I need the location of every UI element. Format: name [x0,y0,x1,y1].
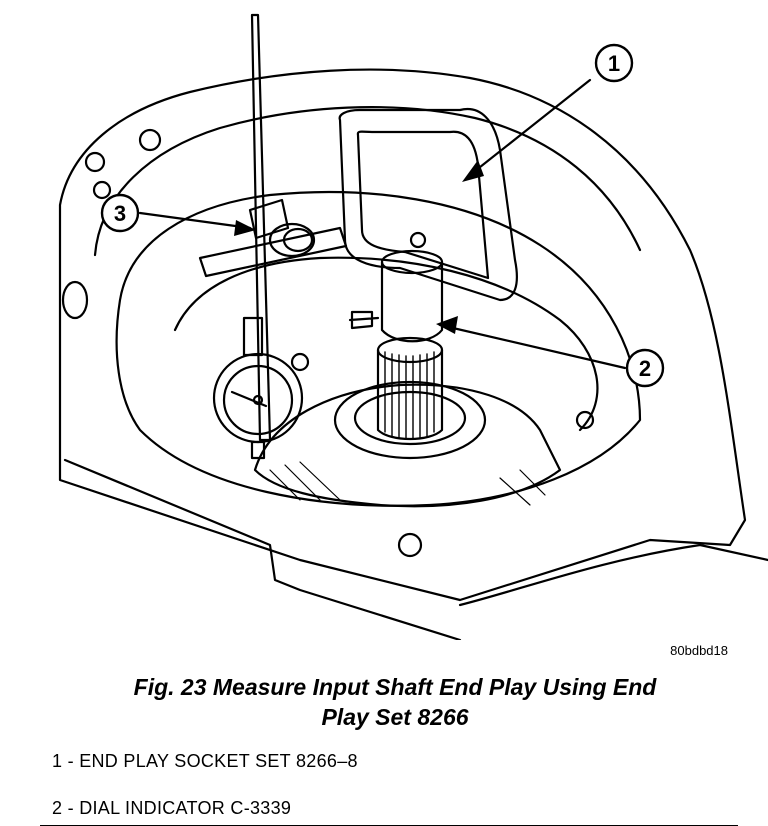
callout-circle-2 [625,348,665,388]
caption-line-2: Play Set 8266 [321,704,469,730]
arrow-head-2 [436,316,458,334]
case-inner-rim [93,106,642,257]
pump-housing [253,383,562,508]
caption-line-1: Fig. 23 Measure Input Shaft End Play Usi… [133,674,657,700]
figure-id: 80bdbd18 [670,643,728,658]
shaft-top [376,336,444,364]
legend-item-2: 2 - DIAL INDICATOR C-3339 [52,798,292,818]
bolt-hole [138,128,162,152]
setscrew [348,310,380,330]
legend-item-1: 1 - END PLAY SOCKET SET 8266–8 [52,751,358,771]
socket-body [380,260,444,343]
callout-3: 3 [114,201,126,226]
arrow-head-3 [234,220,256,236]
leader-1 [468,78,592,177]
arrow-head-1 [462,160,484,182]
callout-circle-3 [100,193,140,233]
bolt-hole [397,532,423,558]
callout-circle-1 [594,43,634,83]
bore-outer [115,190,642,507]
hatch [269,461,546,506]
clamp-block [248,198,290,240]
socket-handle-inner [356,130,490,280]
shaft-splines [384,351,435,440]
flange-right [458,543,768,607]
case-outer-rim [58,68,747,602]
bolt-hole [84,151,106,173]
bearing-inner [353,390,467,446]
bolt-hole [92,180,112,200]
callout-1: 1 [608,51,620,76]
flange-edge [63,458,462,640]
slot-hole [61,280,89,320]
leader-2 [438,323,627,370]
illustration-svg: 1 2 3 [58,13,768,640]
dial-lug [290,352,310,372]
leader-3 [138,211,252,230]
bore-inner [173,256,599,432]
dial-face [222,364,294,436]
figure-caption: Fig. 23 Measure Input Shaft End Play Usi… [60,672,730,732]
clamp-knob-face [282,227,314,253]
socket-handle-outer [338,107,518,302]
callout-2: 2 [639,356,651,381]
clamp-bar [198,226,348,278]
dial-plunger [250,440,266,460]
socket-top [380,249,444,275]
dial-center [252,394,264,406]
bearing-outer [333,380,487,460]
input-shaft [376,348,444,440]
socket-pin [409,231,427,249]
bolt-hole [575,410,595,430]
clamp-knob [268,222,316,258]
technical-illustration: 1 2 3 [58,13,768,640]
